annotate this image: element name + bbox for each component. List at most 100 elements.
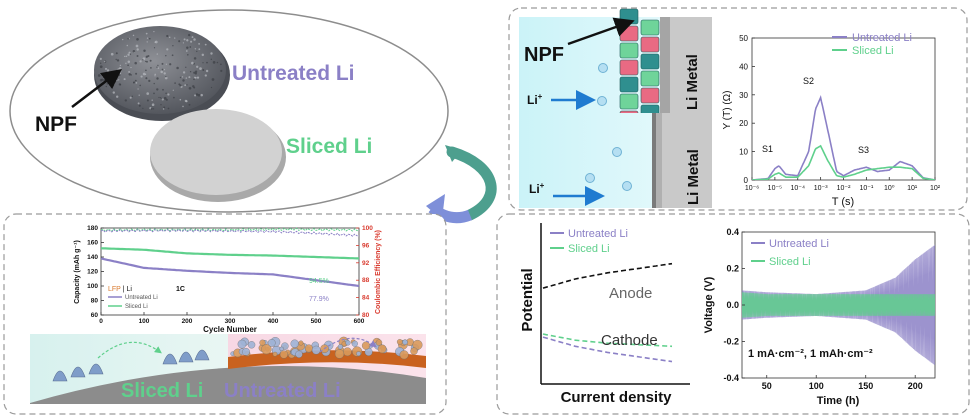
peak-s2-label: S2 — [803, 76, 814, 86]
anode-label: Anode — [609, 285, 652, 302]
y2-tick-label: 88 — [362, 277, 370, 284]
npf-label-right: NPF — [524, 44, 564, 66]
li-ion-label-2: Li+ — [529, 181, 545, 196]
npf-block — [640, 36, 660, 53]
npf-block — [619, 93, 639, 110]
y-tick-label: -0.2 — [723, 337, 739, 347]
npf-block — [619, 42, 639, 59]
y-tick-label: 50 — [739, 34, 748, 43]
x-tick-label: 10⁻³ — [814, 185, 828, 192]
sliced-li-label: Sliced Li — [286, 135, 372, 158]
drt-ylabel: Y (T) (Ω) — [722, 91, 733, 130]
x-tick-label: 200 — [182, 318, 193, 325]
x-tick-label: 0 — [99, 318, 103, 325]
cathode-sliced-line — [542, 333, 673, 348]
drt-legend-sliced: Sliced Li — [852, 45, 894, 57]
y-tick-label: 0.4 — [726, 227, 739, 237]
voltage-untreated-trace — [742, 244, 935, 365]
pot-legend-untreated: Untreated Li — [568, 228, 628, 240]
cyc-ylabel-right: Coulombic Efficiency (%) — [375, 230, 382, 314]
y-tick-label: 180 — [87, 225, 98, 232]
x-tick-label: 400 — [268, 318, 279, 325]
npf-block — [619, 59, 639, 76]
deposition-illustration: Sliced Li Untreated Li — [30, 334, 426, 404]
untreated-li-illus-label: Untreated Li — [224, 380, 341, 402]
x-tick-label: 600 — [354, 318, 365, 325]
y-tick-label: 80 — [91, 298, 99, 305]
y-tick-label: 0 — [744, 176, 749, 185]
pot-ylabel: Potential — [519, 268, 536, 331]
y2-tick-label: 84 — [362, 295, 370, 302]
npf-block — [640, 87, 660, 104]
drt-sliced-line — [752, 144, 935, 180]
x-tick-label: 10¹ — [907, 185, 918, 192]
x-tick-label: 50 — [762, 381, 772, 391]
x-tick-label: 10⁻¹ — [859, 185, 873, 192]
voltage-sliced-trace — [742, 292, 935, 318]
sliced-li-illus-label: Sliced Li — [121, 380, 203, 402]
y2-tick-label: 100 — [362, 225, 373, 232]
sliced-schematic: Li+ Li Metal — [519, 113, 712, 208]
x-tick-label: 10⁻⁵ — [768, 185, 782, 192]
y-tick-label: 100 — [87, 283, 98, 290]
volt-legend-untreated: Untreated Li — [769, 238, 829, 250]
y-tick-label: 20 — [739, 119, 748, 128]
sliced-li-disc — [150, 109, 286, 202]
y-tick-label: -0.4 — [723, 373, 739, 383]
cyc-legend-sliced: Sliced Li — [125, 304, 148, 310]
y2-tick-label: 96 — [362, 242, 370, 249]
y-tick-label: 30 — [739, 91, 748, 100]
npf-block — [640, 70, 660, 87]
curved-arrow-icon — [426, 145, 497, 224]
x-tick-label: 300 — [225, 318, 236, 325]
npf-label-left: NPF — [35, 113, 77, 136]
y-tick-label: 0.2 — [726, 264, 739, 274]
volt-xlabel: Time (h) — [817, 395, 860, 407]
y-tick-label: 10 — [739, 148, 748, 157]
sliced-capacity-line — [100, 247, 359, 260]
drt-legend-untreated: Untreated Li — [852, 32, 912, 44]
peak-s1-label: S1 — [762, 144, 773, 154]
volt-ylabel: Voltage (V) — [703, 276, 715, 333]
npf-block — [619, 76, 639, 93]
y-tick-label: 140 — [87, 254, 98, 261]
cathode-untreated-line — [542, 336, 673, 363]
x-tick-label: 500 — [311, 318, 322, 325]
arrow-icon — [567, 17, 635, 46]
x-tick-label: 10⁻⁴ — [791, 185, 806, 192]
pot-legend-sliced: Sliced Li — [568, 243, 610, 255]
volt-condition: 1 mA·cm⁻², 1 mAh·cm⁻² — [748, 348, 873, 360]
npf-block — [640, 53, 660, 70]
li-ion-label-1: Li+ — [527, 92, 543, 107]
sliced-ce-line — [100, 227, 360, 232]
arrow-icon — [71, 68, 122, 108]
li-deposit — [194, 349, 210, 361]
voltage-trace — [742, 244, 935, 365]
npf-block — [640, 19, 660, 36]
untreated-li-disc — [94, 26, 230, 121]
y-tick-label: 160 — [87, 240, 98, 247]
untreated-ce-line — [100, 228, 360, 237]
npf-block — [619, 25, 639, 42]
untreated-capacity-line — [100, 257, 360, 288]
untreated-li-label: Untreated Li — [232, 62, 355, 85]
li-deposit — [162, 353, 178, 365]
y-tick-label: 40 — [739, 62, 748, 71]
pot-xlabel: Current density — [561, 389, 673, 406]
x-tick-label: 100 — [809, 381, 824, 391]
y2-tick-label: 92 — [362, 260, 370, 267]
li-deposit — [52, 370, 68, 382]
retention-untreated: 77.9% — [309, 296, 329, 303]
drt-xlabel: T (s) — [832, 196, 854, 208]
cyc-xlabel: Cycle Number — [203, 325, 257, 334]
cyc-ylabel-left: Capacity (mAh g⁻¹) — [74, 240, 81, 304]
bottom-right-panel — [496, 213, 970, 415]
li-metal-label-1: Li Metal — [684, 54, 701, 110]
li-deposit — [88, 363, 104, 375]
x-tick-label: 10⁰ — [884, 184, 895, 192]
npf-schematic: NPF Li+ Li Metal — [519, 8, 712, 138]
legend-lfp-li: LFP | Li — [108, 286, 132, 293]
